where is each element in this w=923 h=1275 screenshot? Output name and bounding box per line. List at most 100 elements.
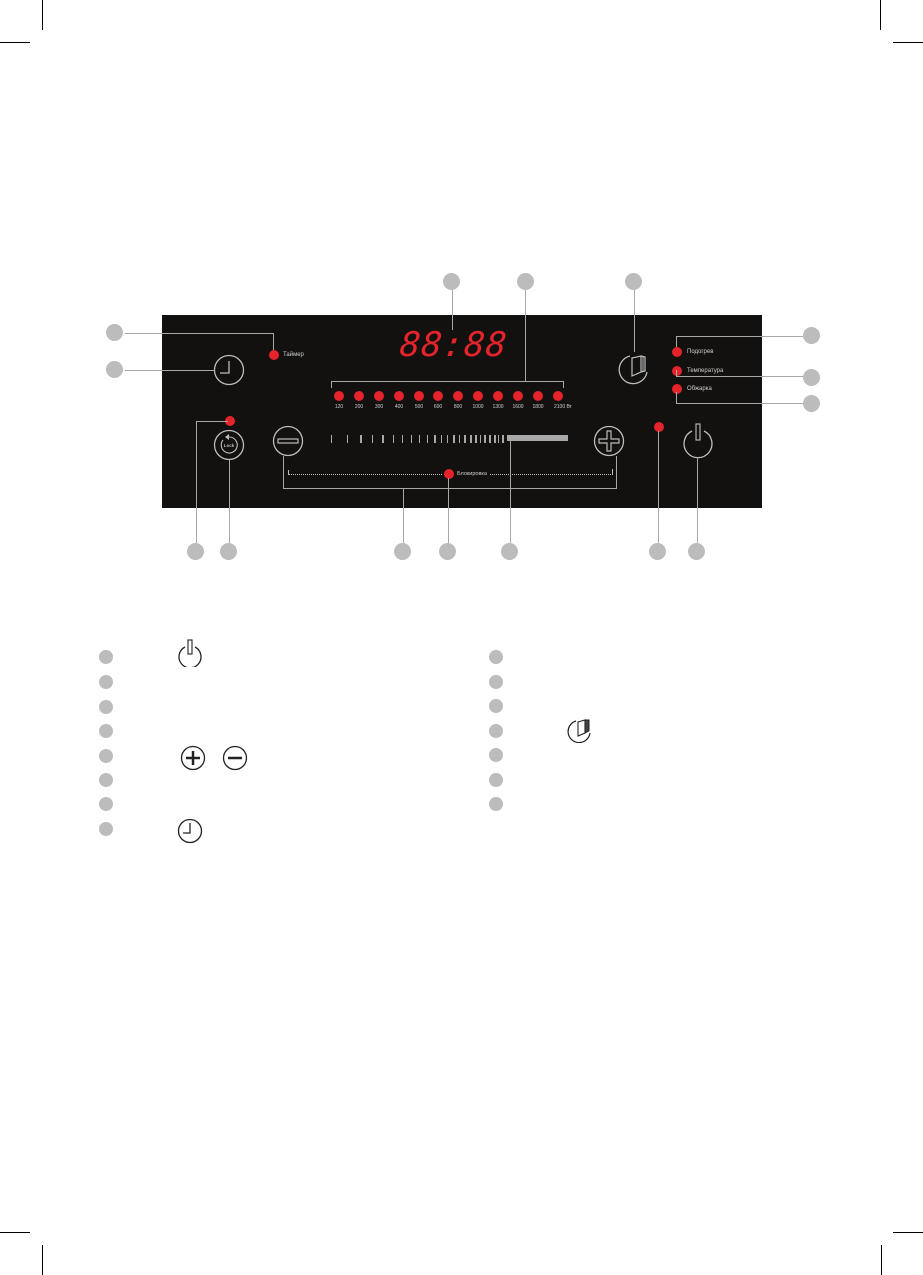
legend-marker bbox=[489, 675, 503, 689]
power-label: 1000 bbox=[472, 404, 484, 410]
lock-dotted-line bbox=[490, 474, 613, 475]
mode-label-fry: Обжарка bbox=[687, 386, 712, 392]
callout-marker bbox=[803, 327, 820, 344]
crop-mark bbox=[880, 0, 881, 30]
leader-line bbox=[616, 456, 617, 489]
legend-marker bbox=[489, 724, 503, 738]
leader-line bbox=[676, 336, 677, 347]
minus-icon bbox=[222, 745, 248, 771]
legend-marker bbox=[489, 699, 503, 713]
callout-marker bbox=[517, 273, 534, 290]
power-label: 500 bbox=[414, 404, 424, 410]
lock-button[interactable]: Lock bbox=[213, 429, 245, 461]
power-label: 600 bbox=[433, 404, 443, 410]
legend-marker bbox=[489, 650, 503, 664]
power-bracket bbox=[563, 381, 564, 388]
callout-marker bbox=[649, 543, 666, 560]
leader-line bbox=[510, 441, 511, 543]
leader-line bbox=[229, 460, 230, 543]
power-label: 1300 bbox=[492, 404, 504, 410]
legend-marker bbox=[99, 773, 113, 787]
leader-line bbox=[525, 290, 526, 382]
crop-mark bbox=[893, 1232, 923, 1233]
callout-marker bbox=[439, 543, 456, 560]
power-led bbox=[414, 391, 424, 401]
legend-marker bbox=[99, 675, 113, 689]
callout-marker bbox=[803, 395, 820, 412]
callout-marker bbox=[443, 273, 460, 290]
legend-marker bbox=[489, 748, 503, 762]
power-label: 120 bbox=[334, 404, 344, 410]
leader-line bbox=[658, 431, 659, 543]
power-label: 200 bbox=[354, 404, 364, 410]
power-led bbox=[453, 391, 463, 401]
callout-marker bbox=[688, 543, 705, 560]
power-led bbox=[473, 391, 483, 401]
minus-button[interactable] bbox=[272, 425, 304, 457]
power-led bbox=[374, 391, 384, 401]
leader-line bbox=[403, 488, 404, 543]
lock-dotted-end bbox=[612, 469, 613, 474]
crop-mark bbox=[893, 42, 923, 43]
leader-line bbox=[125, 370, 215, 371]
power-bracket bbox=[331, 381, 564, 382]
leader-line bbox=[452, 290, 453, 330]
leader-line bbox=[676, 336, 805, 337]
leader-line bbox=[196, 421, 228, 422]
power-label: 1800 bbox=[532, 404, 544, 410]
slider-fill bbox=[507, 435, 568, 441]
leader-line bbox=[634, 290, 635, 352]
crop-mark bbox=[881, 1245, 882, 1275]
leader-line bbox=[273, 333, 274, 350]
leader-line bbox=[676, 370, 677, 377]
power-bracket bbox=[331, 381, 332, 388]
crop-mark bbox=[0, 42, 30, 43]
lock-dotted-line bbox=[288, 474, 442, 475]
plus-button[interactable] bbox=[593, 425, 625, 457]
timer-button[interactable] bbox=[213, 354, 245, 386]
power-label: 800 bbox=[453, 404, 463, 410]
crop-mark bbox=[42, 1245, 43, 1275]
leader-line bbox=[125, 333, 274, 334]
mode-label-temperature: Температура bbox=[687, 368, 724, 374]
callout-marker bbox=[106, 324, 123, 341]
leader-line bbox=[283, 488, 617, 489]
mode-led-temperature bbox=[672, 366, 682, 376]
power-led bbox=[334, 391, 344, 401]
power-led bbox=[493, 391, 503, 401]
leader-line bbox=[676, 403, 805, 404]
lock-indicator-led bbox=[444, 469, 454, 479]
power-label: 2100 Вт bbox=[554, 404, 572, 410]
mode-led-heat bbox=[672, 347, 682, 357]
power-icon bbox=[178, 639, 202, 667]
leader-line bbox=[448, 478, 449, 543]
legend-marker bbox=[99, 724, 113, 738]
legend-marker bbox=[489, 773, 503, 787]
menu-button[interactable] bbox=[617, 350, 653, 386]
control-panel bbox=[162, 315, 762, 508]
leader-line bbox=[676, 392, 677, 404]
callout-marker bbox=[220, 543, 237, 560]
mode-led-fry bbox=[672, 384, 682, 394]
lock-button-text: Lock bbox=[224, 443, 235, 448]
crop-mark bbox=[0, 1232, 30, 1233]
legend-marker bbox=[99, 822, 113, 836]
lock-led bbox=[225, 416, 235, 426]
power-led bbox=[513, 391, 523, 401]
callout-marker bbox=[394, 543, 411, 560]
time-display: 88:88 bbox=[397, 325, 510, 365]
power-led bbox=[533, 391, 543, 401]
callout-marker bbox=[106, 361, 123, 378]
power-led bbox=[394, 391, 404, 401]
power-label: 1600 bbox=[512, 404, 524, 410]
power-led bbox=[433, 391, 443, 401]
power-label: 300 bbox=[374, 404, 384, 410]
callout-marker bbox=[803, 369, 820, 386]
legend-marker bbox=[99, 797, 113, 811]
power-led bbox=[354, 391, 364, 401]
on-led bbox=[654, 422, 664, 432]
lock-dotted-end bbox=[288, 470, 289, 474]
power-label: 400 bbox=[394, 404, 404, 410]
power-button[interactable] bbox=[680, 423, 716, 459]
crop-mark bbox=[42, 0, 43, 30]
